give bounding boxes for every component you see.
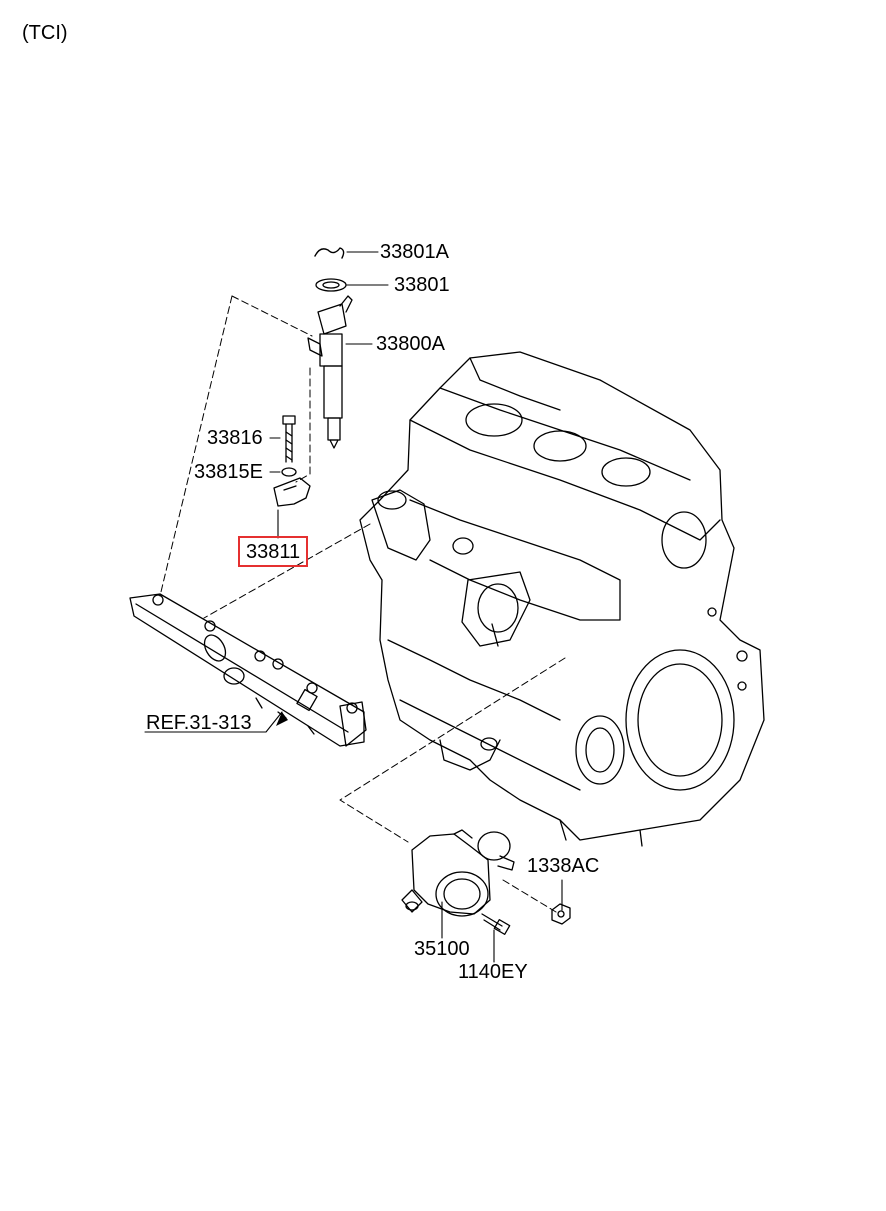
part-33801-label[interactable]: 33801	[394, 274, 450, 296]
clip-33801a	[314, 247, 345, 259]
thermostat-housing-35100	[401, 829, 491, 917]
part-33800a-label[interactable]: 33800A	[376, 333, 445, 355]
part-33811-label[interactable]: 33811	[238, 536, 309, 567]
nut-1338ac	[551, 903, 571, 925]
washer-33801	[315, 278, 347, 292]
part-1140ey-label[interactable]: 1140EY	[458, 961, 528, 983]
part-33801a-label[interactable]: 33801A	[380, 241, 449, 263]
injector-33800a	[307, 295, 353, 449]
fuel-rail	[129, 593, 367, 747]
guide-lines	[159, 295, 566, 913]
bolt-1140ey	[481, 913, 511, 935]
ref-arrowhead	[276, 712, 288, 726]
variant-label: (TCI)	[22, 22, 68, 44]
part-33815e-label[interactable]: 33815E	[194, 461, 263, 483]
temperature-sensor	[477, 831, 515, 871]
clamp-33811	[273, 477, 311, 507]
part-33816-label[interactable]: 33816	[207, 427, 263, 449]
part-35100-label[interactable]: 35100	[414, 938, 470, 960]
washer-33815e	[281, 467, 297, 477]
engine-block	[359, 351, 765, 847]
reference-label[interactable]: REF.31-313	[146, 712, 252, 734]
bolt-33816	[282, 415, 296, 463]
leader-lines	[144, 251, 563, 963]
part-1338ac-label[interactable]: 1338AC	[527, 855, 600, 877]
